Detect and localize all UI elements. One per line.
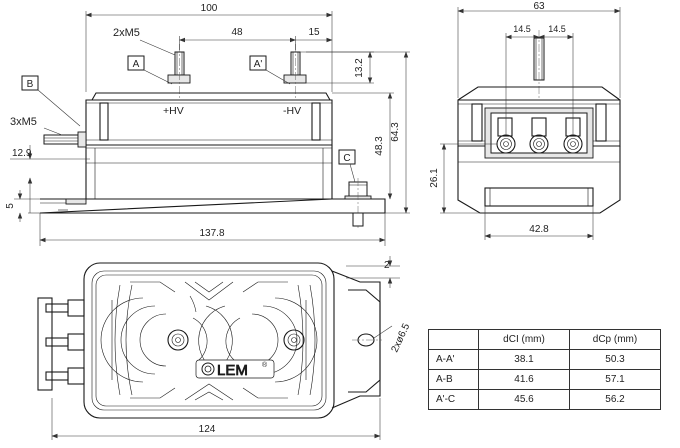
top-view: LEM ® 124 2 2xø6.5 bbox=[37, 256, 413, 440]
clearance-table: dCI (mm) dCp (mm) A-A' 38.1 50.3 A-B 41.… bbox=[428, 329, 661, 410]
terminal-screw-2 bbox=[529, 134, 549, 154]
label-screws-side: 3xM5 bbox=[10, 116, 37, 128]
table-cell: 56.2 bbox=[569, 389, 661, 410]
table-row: A-B 41.6 57.1 bbox=[428, 369, 661, 390]
label-point-a: A bbox=[133, 59, 140, 70]
table-cell: 57.1 bbox=[569, 369, 661, 390]
dim-total-height: 64.3 bbox=[390, 122, 401, 142]
dim-pitch-right: 14.5 bbox=[548, 24, 566, 34]
table-header-cell bbox=[428, 329, 479, 350]
dim-pitch-left: 14.5 bbox=[513, 24, 531, 34]
side-terminals bbox=[43, 131, 87, 148]
dim-length-top: 124 bbox=[199, 424, 216, 435]
label-screws-top: 2xM5 bbox=[113, 27, 140, 39]
label-point-b: B bbox=[27, 79, 34, 90]
dim-width-side: 63 bbox=[533, 1, 545, 12]
dim-body-height: 48.3 bbox=[374, 136, 385, 156]
label-minus-hv: -HV bbox=[283, 105, 301, 117]
table-cell: 45.6 bbox=[478, 389, 570, 410]
table-row: A'-C 45.6 56.2 bbox=[428, 389, 661, 410]
table-row: A-A' 38.1 50.3 bbox=[428, 349, 661, 370]
dim-aux-height: 12.9 bbox=[12, 148, 32, 159]
table-cell: 50.3 bbox=[569, 349, 661, 370]
rib-pattern bbox=[100, 281, 318, 401]
dim-height-side: 26.1 bbox=[429, 168, 440, 188]
top-view-side-terminals bbox=[37, 297, 85, 391]
front-view: 100 48 15 13.2 48.3 64.3 12.9 5 bbox=[5, 3, 410, 246]
table-header-row: dCI (mm) dCp (mm) bbox=[428, 329, 661, 350]
table-header-cell: dCI (mm) bbox=[478, 329, 570, 350]
table-cell: A-A' bbox=[428, 349, 479, 370]
dim-terminal-height: 13.2 bbox=[354, 58, 365, 78]
dim-base-thickness: 5 bbox=[5, 203, 16, 209]
label-plus-hv: +HV bbox=[163, 105, 184, 117]
table-cell: A-B bbox=[428, 369, 479, 390]
dim-overall-length: 137.8 bbox=[199, 228, 224, 239]
table-header-cell: dCp (mm) bbox=[569, 329, 661, 350]
top-terminal-a-prime bbox=[283, 44, 307, 100]
dim-edge: 2 bbox=[384, 260, 390, 271]
dim-terminal-offset: 15 bbox=[308, 27, 320, 38]
table-cell: 41.6 bbox=[478, 369, 570, 390]
side-view: 63 14.5 14.5 26.1 42.8 bbox=[429, 1, 621, 240]
label-point-c: C bbox=[343, 153, 350, 164]
dim-hole: 2xø6.5 bbox=[389, 322, 412, 355]
table-cell: 38.1 bbox=[478, 349, 570, 370]
logo-registered: ® bbox=[262, 361, 268, 369]
table-cell: A'-C bbox=[428, 389, 479, 410]
top-terminal-a bbox=[167, 44, 191, 100]
label-point-a-prime: A' bbox=[254, 59, 263, 70]
terminal-c bbox=[344, 178, 372, 230]
hv-terminal-left bbox=[167, 329, 189, 351]
dim-base-width-side: 42.8 bbox=[529, 224, 549, 235]
hv-terminal-right bbox=[283, 329, 305, 351]
logo-text: LEM bbox=[217, 362, 248, 379]
dim-length-front: 100 bbox=[201, 3, 218, 14]
dim-terminal-spacing: 48 bbox=[231, 27, 243, 38]
lem-logo: LEM ® bbox=[195, 359, 275, 379]
